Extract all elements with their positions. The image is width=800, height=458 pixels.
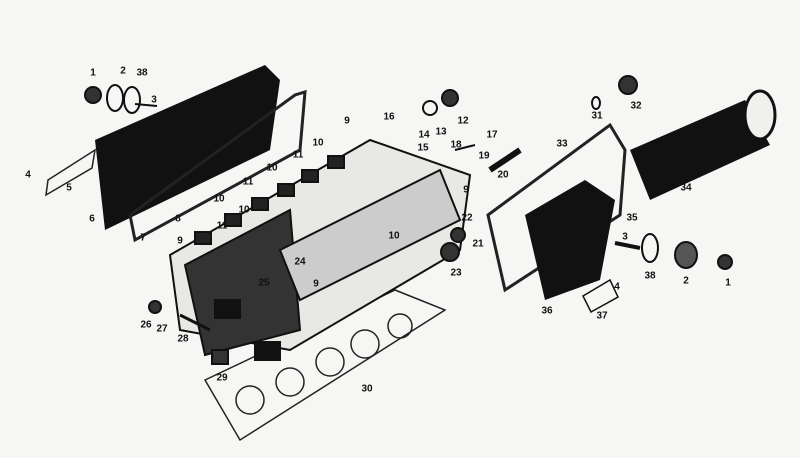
part-label: 38 — [136, 67, 148, 79]
part-label: 11 — [292, 149, 304, 161]
part-label: 22 — [461, 212, 473, 224]
part-label: 4 — [614, 281, 620, 293]
part-label: 30 — [361, 383, 373, 395]
part-label: 7 — [140, 232, 146, 244]
part-label: 15 — [417, 142, 429, 154]
part-label: 21 — [472, 238, 484, 250]
part-label: 14 — [418, 129, 430, 141]
part-label: 1 — [725, 277, 731, 289]
name-plate — [45, 148, 97, 197]
part-label: 10 — [388, 230, 400, 242]
part-label: 34 — [680, 182, 692, 194]
part-label: 9 — [313, 278, 319, 290]
rocker-arms — [194, 155, 345, 245]
part-label: 10 — [213, 193, 225, 205]
part-label: 11 — [242, 176, 254, 188]
part-label: 32 — [630, 100, 642, 112]
part-label: 5 — [66, 182, 72, 194]
part-label: 4 — [25, 169, 31, 181]
part-label: 10 — [312, 137, 324, 149]
part-label: 31 — [591, 110, 603, 122]
part-label: 28 — [177, 333, 189, 345]
cylinder-head — [168, 138, 472, 361]
breather-cap — [84, 84, 158, 114]
part-label: 10 — [238, 204, 250, 216]
rocker-cover — [95, 65, 307, 243]
part-label: 16 — [383, 111, 395, 123]
part-label: 17 — [486, 129, 498, 141]
part-label: 23 — [450, 267, 462, 279]
part-label: 26 — [140, 319, 152, 331]
part-label: 3 — [151, 94, 157, 106]
part-label: 1 — [90, 67, 96, 79]
part-label: 13 — [435, 126, 447, 138]
part-label: 9 — [177, 235, 183, 247]
part-label: 38 — [644, 270, 656, 282]
part-label: 24 — [294, 256, 306, 268]
part-label: 6 — [89, 213, 95, 225]
small-parts — [148, 75, 733, 365]
part-label: 18 — [450, 139, 462, 151]
part-label: 36 — [541, 305, 553, 317]
part-label: 11 — [216, 220, 228, 232]
part-label: 12 — [457, 115, 469, 127]
part-label: 37 — [596, 310, 608, 322]
part-label: 2 — [120, 65, 126, 77]
part-label: 20 — [497, 169, 509, 181]
part-label: 10 — [266, 162, 278, 174]
part-label: 35 — [626, 212, 638, 224]
part-label: 19 — [478, 150, 490, 162]
part-label: 3 — [622, 231, 628, 243]
side-cover — [486, 89, 777, 300]
part-label: 27 — [156, 323, 168, 335]
part-label: 29 — [216, 372, 228, 384]
part-label: 25 — [258, 277, 270, 289]
part-label: 9 — [344, 115, 350, 127]
part-label: 8 — [175, 213, 181, 225]
part-label: 2 — [683, 275, 689, 287]
part-label: 33 — [556, 138, 568, 150]
part-label: 9 — [463, 184, 469, 196]
